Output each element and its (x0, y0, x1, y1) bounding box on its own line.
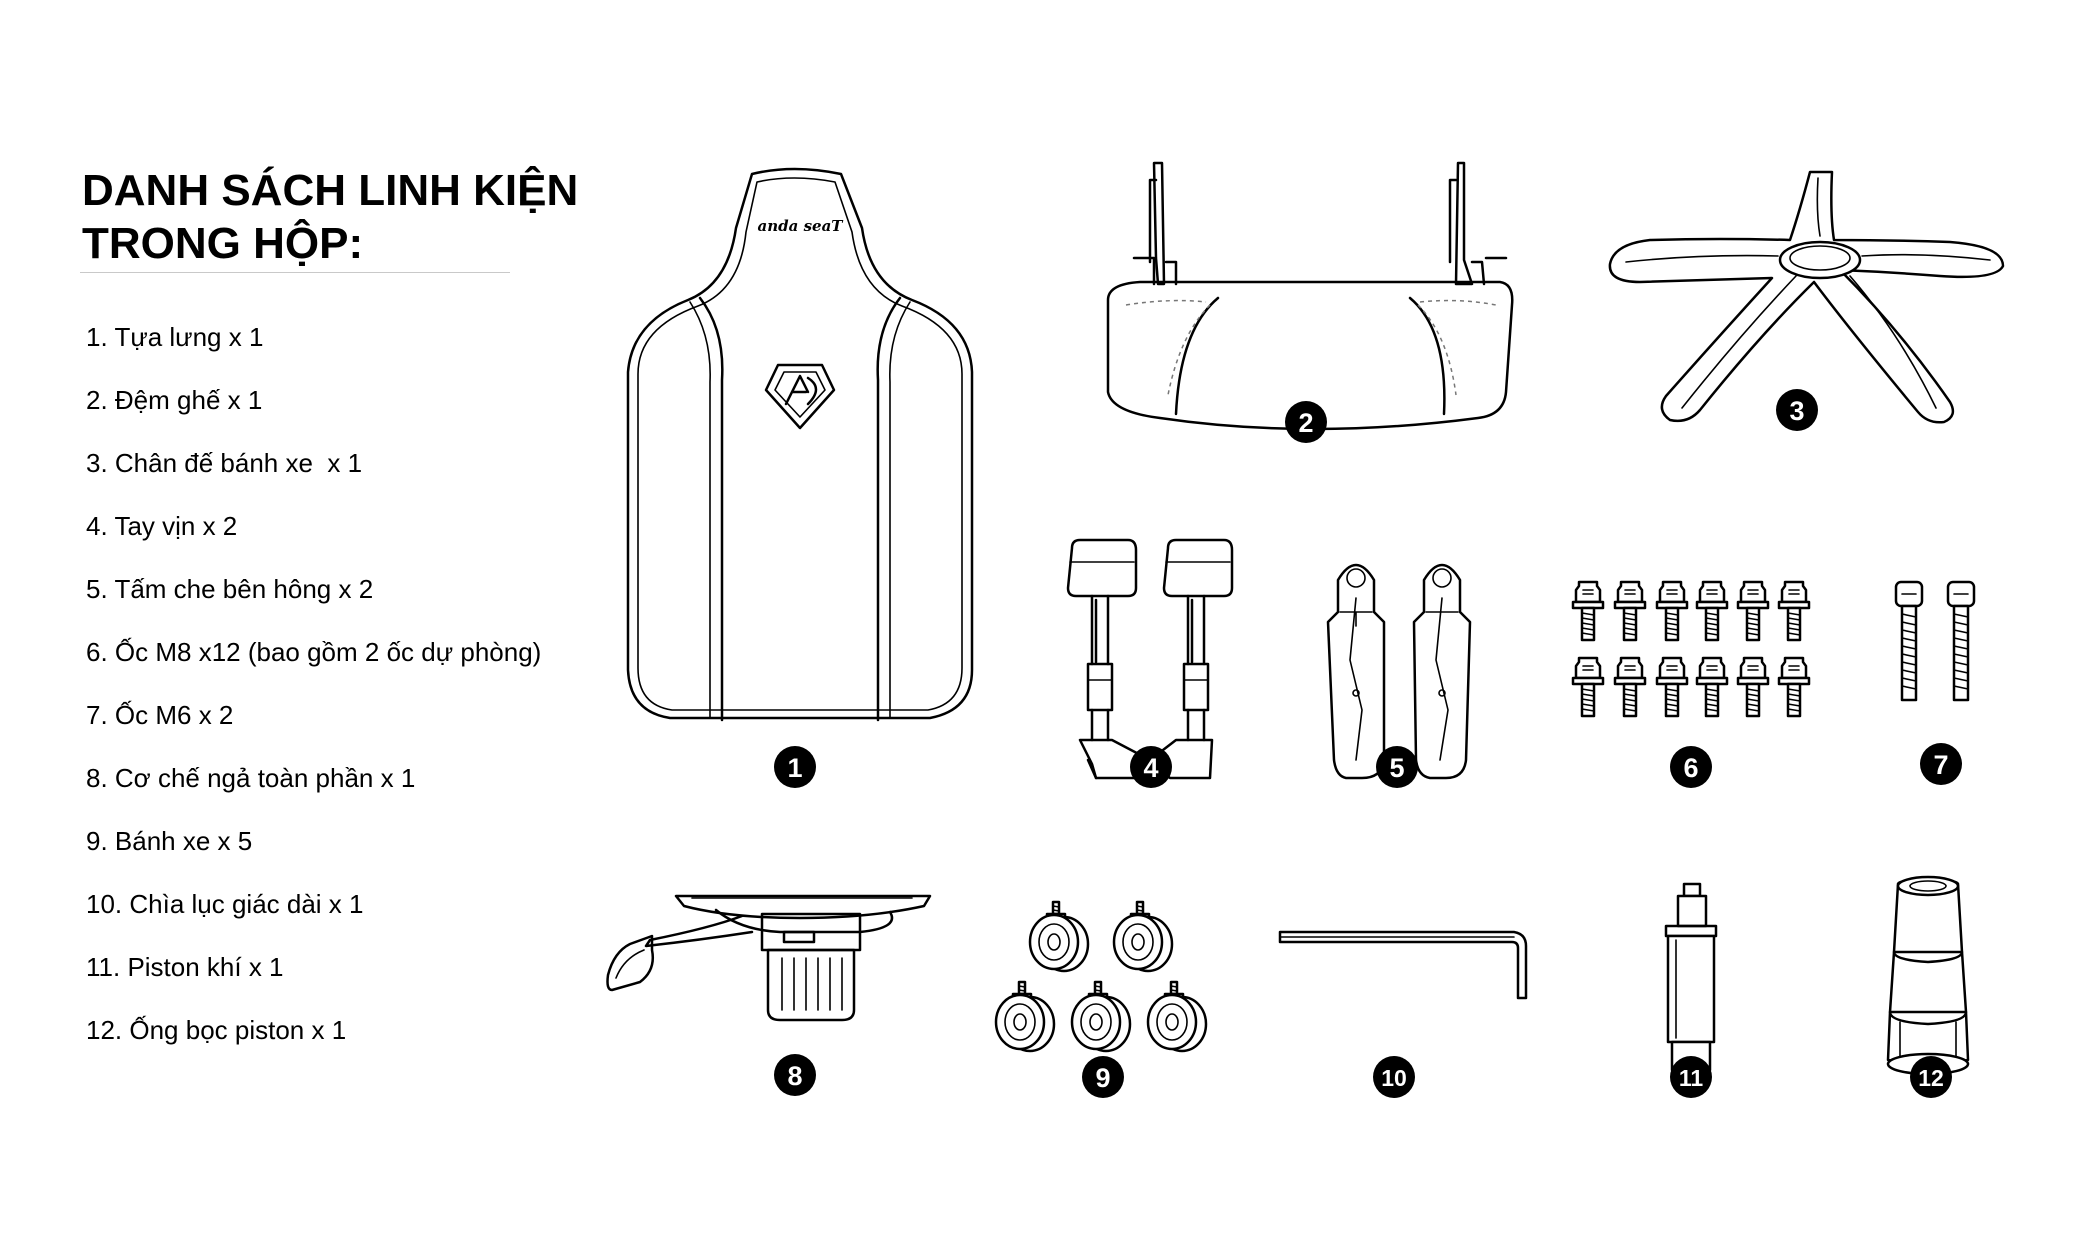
parts-list-item-9: 9. Bánh xe x 5 (86, 826, 253, 856)
badge-5: 5 (1376, 746, 1418, 788)
parts-list-item-4: 4. Tay vịn x 2 (86, 511, 238, 541)
badge-1-number: 1 (787, 753, 802, 783)
page-title: DANH SÁCH LINH KIỆN TRONG HỘP: (82, 164, 578, 270)
parts-list-item-2: 2. Đệm ghế x 1 (86, 385, 263, 415)
gas-piston-illustration (1664, 882, 1718, 1072)
badge-6: 6 (1670, 746, 1712, 788)
parts-list-item-3: 3. Chân đế bánh xe x 1 (86, 448, 363, 478)
badge-3-number: 3 (1789, 396, 1804, 426)
brand-logo-text: anda seaT (758, 217, 845, 235)
seat-cushion-illustration (1106, 161, 1514, 431)
parts-list-item-5: 5. Tấm che bên hông x 2 (86, 574, 374, 604)
backrest-illustration: anda seaT (626, 167, 974, 722)
brand-emblem-icon (764, 363, 836, 430)
side-covers-illustration (1326, 563, 1472, 780)
badge-2-number: 2 (1298, 408, 1313, 438)
parts-list-item-7: 7. Ốc M6 x 2 (86, 700, 234, 730)
parts-list: 1. Tựa lưng x 1 2. Đệm ghế x 1 3. Chân đ… (86, 322, 541, 1078)
m8-screws-illustration (1571, 580, 1811, 718)
parts-list-item-8: 8. Cơ chế ngả toàn phần x 1 (86, 763, 416, 793)
title-line-2: TRONG HỘP: (82, 219, 364, 268)
badge-8: 8 (774, 1054, 816, 1096)
title-line-1: DANH SÁCH LINH KIỆN (82, 166, 579, 215)
badge-12: 12 (1910, 1056, 1952, 1098)
badge-5-number: 5 (1389, 753, 1404, 783)
badge-10-number: 10 (1381, 1065, 1407, 1091)
badge-9: 9 (1082, 1056, 1124, 1098)
badge-1: 1 (774, 746, 816, 788)
badge-7-number: 7 (1933, 750, 1948, 780)
parts-list-item-12: 12. Ống bọc piston x 1 (86, 1015, 347, 1045)
tilt-mechanism-illustration (606, 894, 932, 1022)
wheel-base-illustration (1608, 170, 2005, 424)
piston-cover-illustration (1886, 875, 1970, 1076)
parts-list-item-6: 6. Ốc M8 x12 (bao gồm 2 ốc dự phòng) (86, 637, 542, 667)
badge-10: 10 (1373, 1056, 1415, 1098)
badge-7: 7 (1920, 743, 1962, 785)
badge-11: 11 (1670, 1056, 1712, 1098)
title-divider (80, 272, 510, 273)
badge-6-number: 6 (1683, 753, 1698, 783)
hex-key-illustration (1278, 930, 1528, 1000)
parts-list-item-1: 1. Tựa lưng x 1 (86, 322, 264, 352)
badge-9-number: 9 (1095, 1063, 1110, 1093)
parts-list-item-11: 11. Piston khí x 1 (86, 952, 284, 982)
badge-3: 3 (1776, 389, 1818, 431)
parts-list-item-10: 10. Chìa lục giác dài x 1 (86, 889, 364, 919)
badge-2: 2 (1285, 401, 1327, 443)
m6-screws-illustration (1894, 580, 1976, 702)
badge-4-number: 4 (1143, 753, 1158, 783)
badge-11-number: 11 (1679, 1065, 1704, 1091)
badge-12-number: 12 (1918, 1065, 1944, 1091)
badge-8-number: 8 (787, 1061, 802, 1091)
badge-4: 4 (1130, 746, 1172, 788)
casters-illustration (994, 900, 1208, 1053)
armrests-illustration (1066, 538, 1234, 780)
